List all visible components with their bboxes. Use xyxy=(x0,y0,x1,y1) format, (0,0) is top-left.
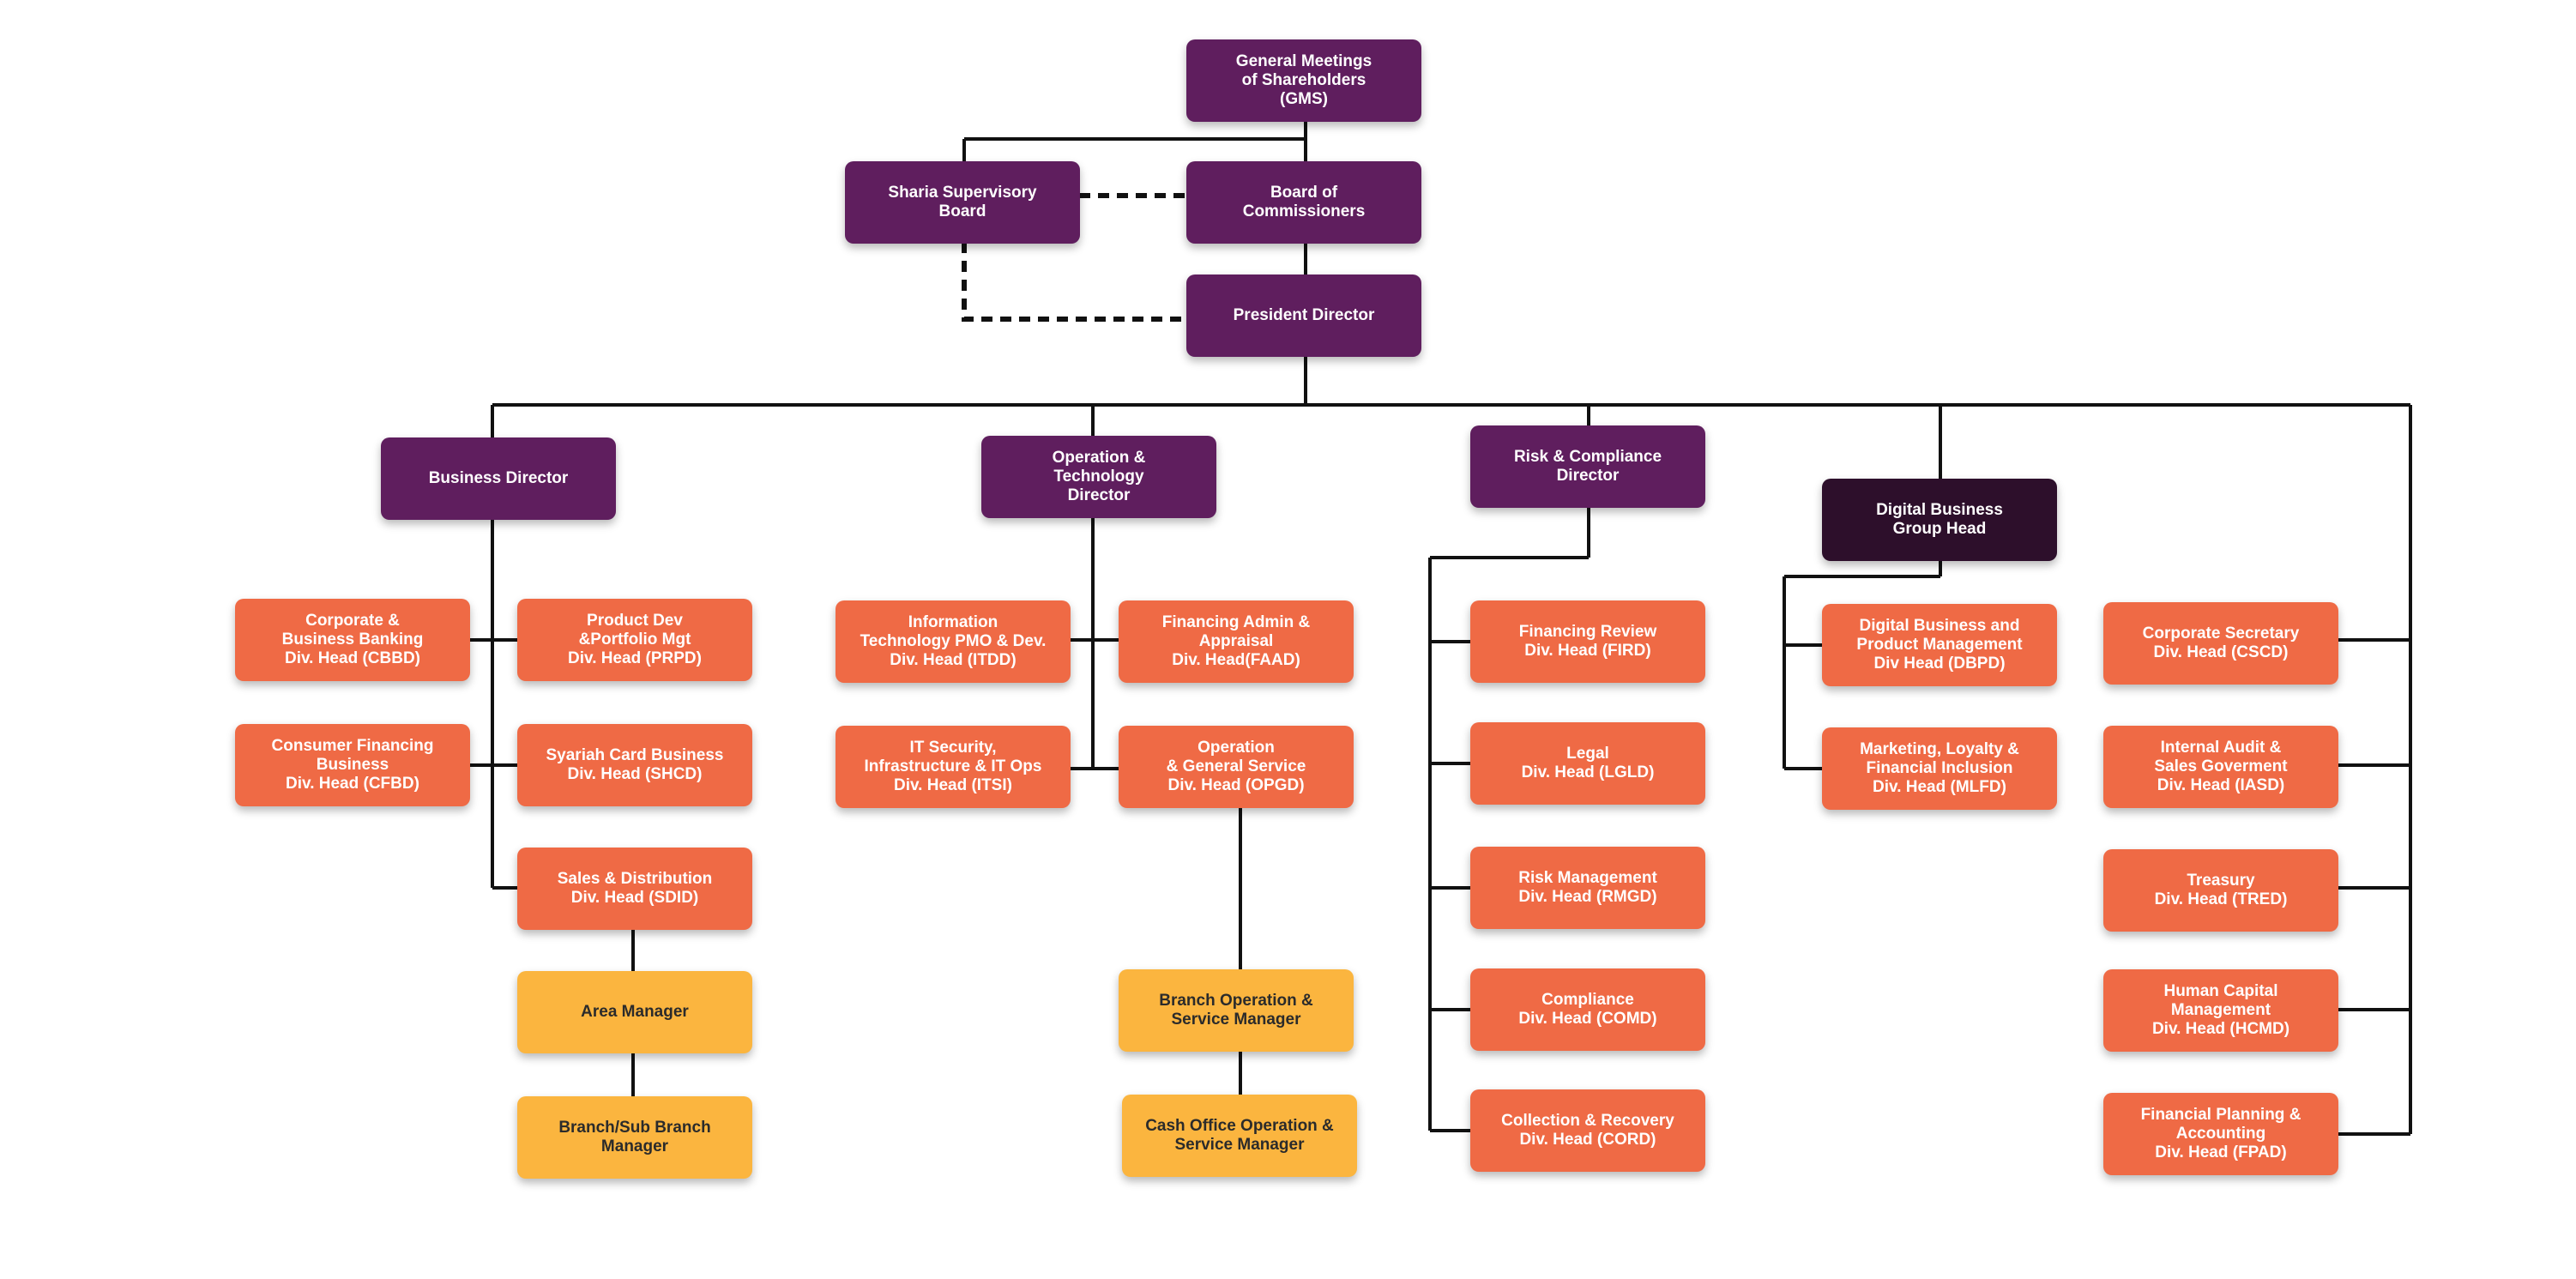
gms-box: General Meetings of Shareholders (GMS) xyxy=(1186,39,1421,122)
digital-business-group-head-box: Digital Business Group Head xyxy=(1822,479,2057,561)
tred-box: Treasury Div. Head (TRED) xyxy=(2103,849,2338,932)
fpad-box: Financial Planning & Accounting Div. Hea… xyxy=(2103,1093,2338,1175)
itsi-box: IT Security, Infrastructure & IT Ops Div… xyxy=(836,726,1071,808)
hcmd-box: Human Capital Management Div. Head (HCMD… xyxy=(2103,969,2338,1052)
cbbd-box: Corporate & Business Banking Div. Head (… xyxy=(235,599,470,681)
opgd-box: Operation & General Service Div. Head (O… xyxy=(1119,726,1354,808)
comd-box: Compliance Div. Head (COMD) xyxy=(1470,968,1705,1051)
faad-box: Financing Admin & Appraisal Div. Head(FA… xyxy=(1119,600,1354,683)
risk-compliance-director-box: Risk & Compliance Director xyxy=(1470,425,1705,508)
cord-box: Collection & Recovery Div. Head (CORD) xyxy=(1470,1089,1705,1172)
business-director-box: Business Director xyxy=(381,437,616,520)
fird-box: Financing Review Div. Head (FIRD) xyxy=(1470,600,1705,683)
iasd-box: Internal Audit & Sales Goverment Div. He… xyxy=(2103,726,2338,808)
dbpd-box: Digital Business and Product Management … xyxy=(1822,604,2057,686)
operation-technology-director-box: Operation & Technology Director xyxy=(981,436,1216,518)
mlfd-box: Marketing, Loyalty & Financial Inclusion… xyxy=(1822,727,2057,810)
branch-operation-manager-box: Branch Operation & Service Manager xyxy=(1119,969,1354,1052)
cash-office-manager-box: Cash Office Operation & Service Manager xyxy=(1122,1095,1357,1177)
branch-manager-box: Branch/Sub Branch Manager xyxy=(517,1096,752,1179)
sharia-board-box: Sharia Supervisory Board xyxy=(845,161,1080,244)
lgld-box: Legal Div. Head (LGLD) xyxy=(1470,722,1705,805)
shcd-box: Syariah Card Business Div. Head (SHCD) xyxy=(517,724,752,806)
board-commissioners-box: Board of Commissioners xyxy=(1186,161,1421,244)
president-director-box: President Director xyxy=(1186,275,1421,357)
area-manager-box: Area Manager xyxy=(517,971,752,1053)
dashed-connector xyxy=(962,242,1186,322)
cscd-box: Corporate Secretary Div. Head (CSCD) xyxy=(2103,602,2338,685)
sdid-box: Sales & Distribution Div. Head (SDID) xyxy=(517,848,752,930)
itdd-box: Information Technology PMO & Dev. Div. H… xyxy=(836,600,1071,683)
rmgd-box: Risk Management Div. Head (RMGD) xyxy=(1470,847,1705,929)
prpd-box: Product Dev &Portfolio Mgt Div. Head (PR… xyxy=(517,599,752,681)
cfbd-box: Consumer Financing Business Div. Head (C… xyxy=(235,724,470,806)
